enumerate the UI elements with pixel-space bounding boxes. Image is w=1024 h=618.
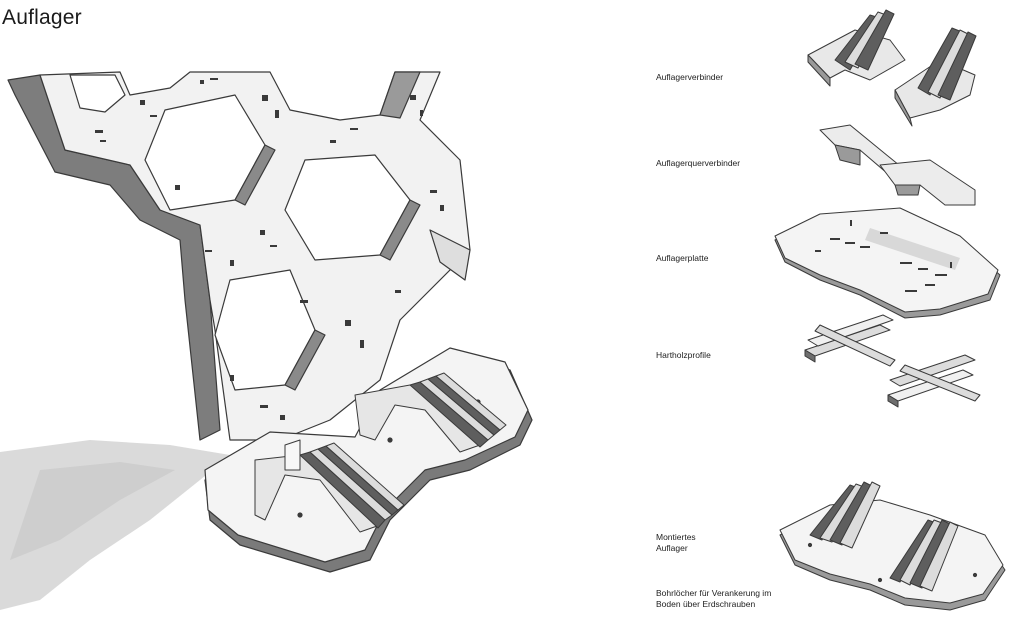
label-plate: Auflagerplatte bbox=[656, 253, 709, 263]
cast-shadow bbox=[0, 440, 230, 610]
part-mounted-icon bbox=[779, 481, 1006, 611]
base-connector-left bbox=[254, 439, 405, 533]
label-connector: Auflagerverbinder bbox=[656, 72, 724, 82]
part-hardwood-icon bbox=[804, 314, 981, 408]
label-hardwood: Hartholzprofile bbox=[656, 350, 711, 360]
part-connector-icon bbox=[807, 9, 977, 127]
label-drill-holes: Bohrlöcher für Verankerung im Boden über… bbox=[656, 588, 772, 609]
label-cross-connector: Auflagerquerverbinder bbox=[656, 158, 741, 168]
slot-marks bbox=[95, 78, 444, 420]
page-title: Auflager bbox=[2, 6, 82, 29]
part-plate-icon bbox=[774, 207, 1001, 319]
base-connector-right bbox=[354, 372, 507, 453]
part-cross-connector-icon bbox=[819, 124, 976, 206]
hex-opening bbox=[69, 74, 126, 113]
label-mounted: Montiertes Auflager bbox=[656, 532, 696, 553]
